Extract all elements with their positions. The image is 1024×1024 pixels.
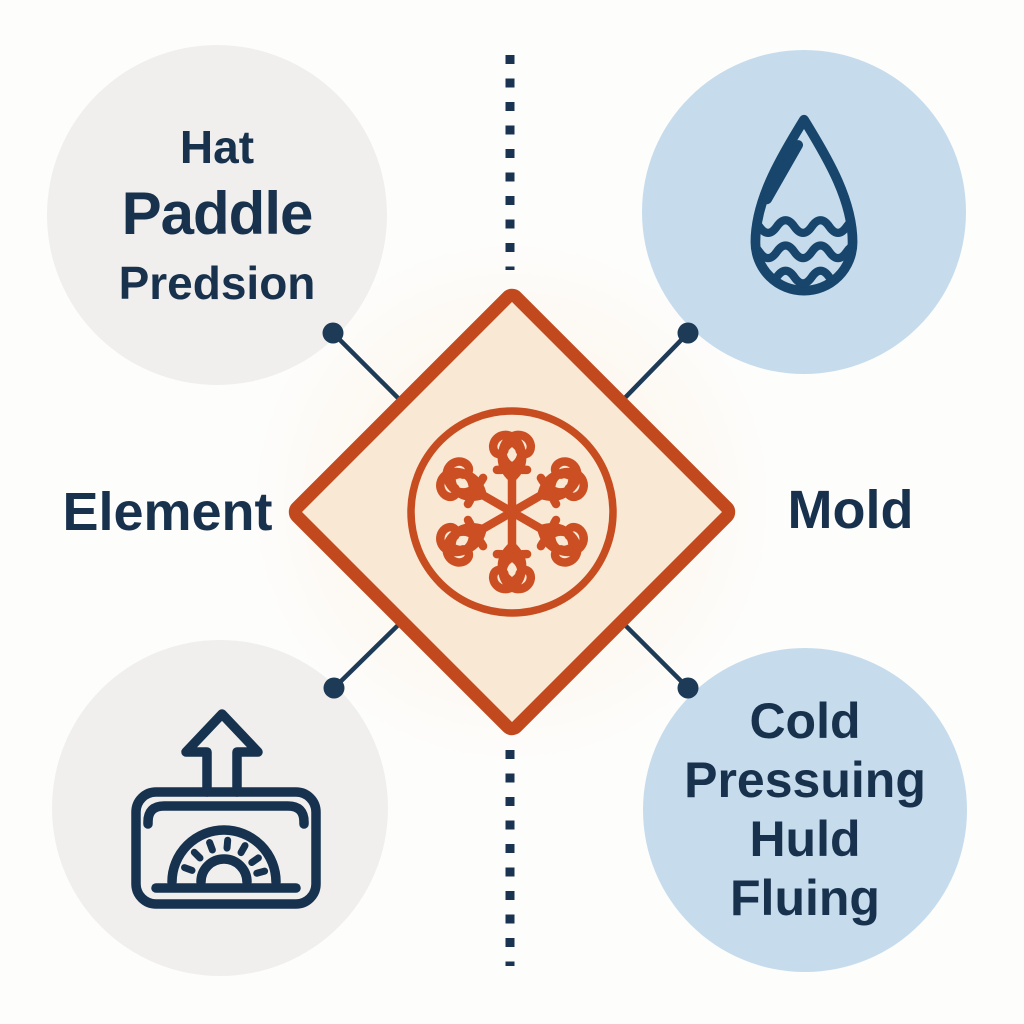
node-bottom-right: Cold Pressuing Huld Fluing: [643, 648, 967, 972]
label-element: Element: [62, 482, 273, 542]
node-bottom-right-line-1: Cold: [749, 693, 861, 749]
node-bottom-left: [52, 640, 388, 976]
water-drop-icon: [736, 110, 872, 314]
node-top-left: Hat Paddle Predsion: [47, 45, 387, 385]
node-top-left-line-3: Predsion: [118, 257, 316, 309]
node-top-left-line-1: Hat: [179, 121, 255, 173]
node-bottom-right-line-2: Pressuing: [684, 752, 926, 808]
node-top-left-text: Hat Paddle Predsion: [119, 124, 316, 306]
node-bottom-right-line-4: Fluing: [730, 870, 880, 926]
pressure-gauge-up-arrow-icon: [114, 702, 326, 914]
label-mold: Mold: [787, 480, 914, 540]
node-top-right: [642, 50, 966, 374]
node-bottom-right-text: Cold Pressuing Huld Fluing: [684, 692, 926, 928]
node-top-left-line-2: Paddle: [121, 180, 314, 247]
connector-dots: [322, 322, 699, 699]
node-bottom-right-line-3: Huld: [749, 811, 861, 867]
